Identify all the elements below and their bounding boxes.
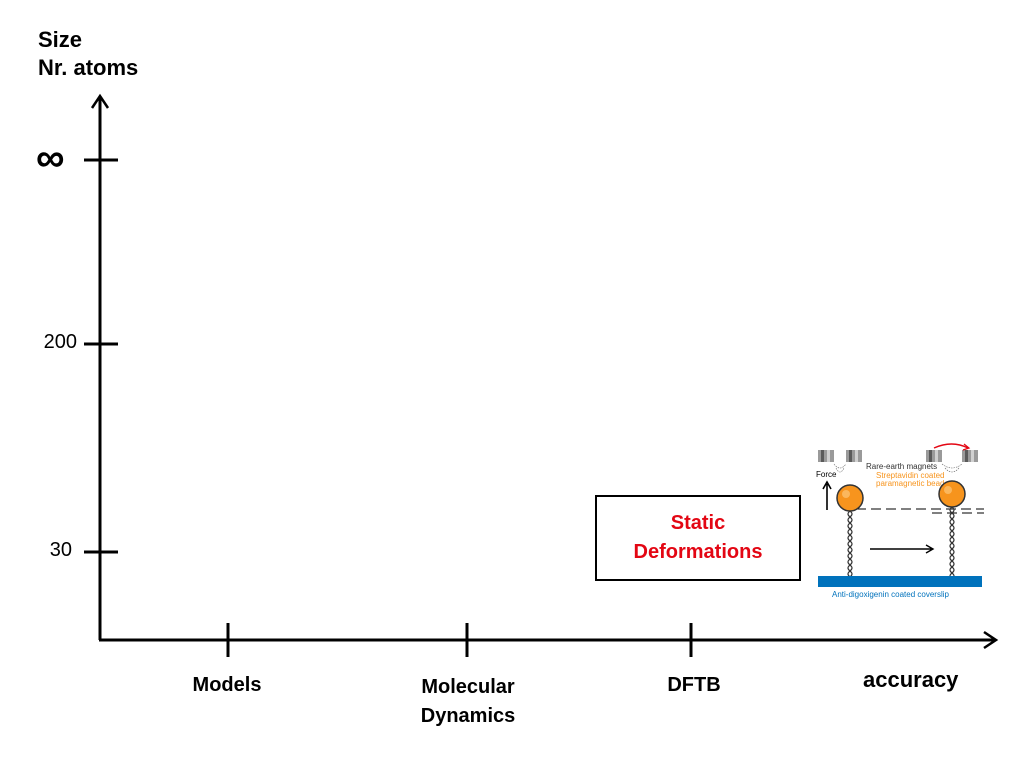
box-line2: Deformations	[633, 541, 763, 563]
beads-label-line1: Streptavidin coated	[876, 471, 945, 480]
magnets-right	[926, 450, 978, 462]
x-axis-title: accuracy	[863, 667, 959, 692]
bead-right	[938, 480, 966, 508]
y-tick-label-infinity: ∞	[36, 136, 65, 180]
y-tick-label-30: 30	[49, 539, 72, 561]
static-deformations-box: Static Deformations	[595, 495, 801, 581]
force-arrow-icon	[822, 480, 832, 510]
y-axis-title-line1: Size	[38, 27, 83, 52]
y-axis-title-line2: Nr. atoms	[38, 55, 139, 80]
magnets-label: Rare-earth magnets	[866, 462, 937, 471]
x-tick-label-md-line2: Dynamics	[420, 705, 516, 727]
y-axis-arrow	[90, 93, 110, 109]
translation-arrow-icon	[870, 544, 935, 554]
x-tick-label-models: Models	[192, 674, 262, 696]
field-lines-left	[833, 463, 847, 473]
x-tick-label-md: Molecular Dynamics	[388, 673, 548, 731]
box-line1: Static	[670, 512, 726, 534]
x-axis-arrow	[983, 630, 999, 650]
magnets-left	[818, 450, 862, 462]
coverslip-label: Anti-digoxigenin coated coverslip	[832, 590, 950, 599]
bead-left	[836, 484, 864, 512]
x-tick-label-dftb: DFTB	[667, 674, 721, 696]
y-tick-label-200: 200	[43, 331, 77, 353]
y-axis-title: Size Nr. atoms	[38, 26, 138, 82]
x-tick-label-md-line1: Molecular	[421, 676, 515, 698]
field-lines-right	[941, 463, 963, 473]
dna-tether-left	[847, 510, 853, 578]
coverslip	[818, 576, 982, 587]
magnetic-tweezers-illustration: Rare-earth magnets Streptavidin coated p…	[816, 443, 984, 599]
beads-label-line2: paramagnetic beads	[876, 479, 949, 488]
rotation-arrow-icon	[933, 443, 969, 449]
force-label: Force	[816, 470, 837, 479]
